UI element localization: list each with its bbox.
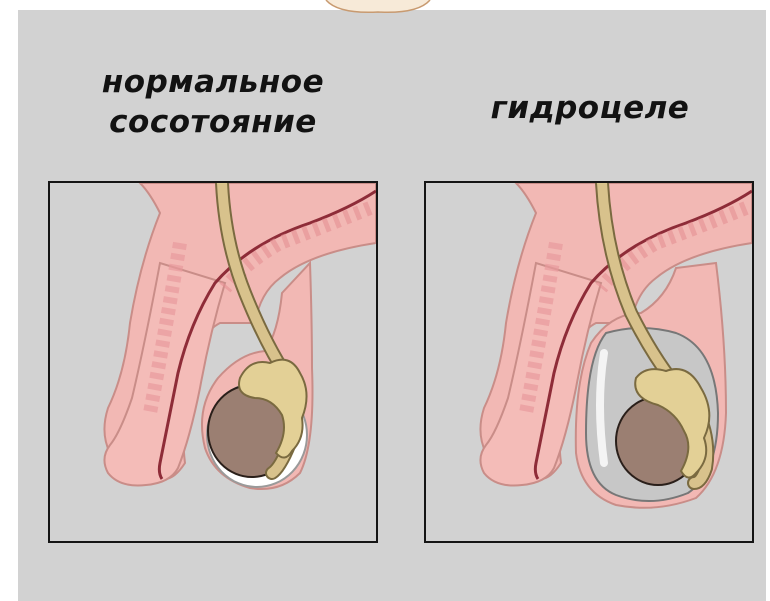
fluid-highlight xyxy=(600,353,604,463)
hydrocele-diagram xyxy=(424,181,754,543)
decorative-top-curve xyxy=(318,0,438,14)
normal-state-heading: нормальное сосотояние xyxy=(58,62,368,142)
normal-state-diagram xyxy=(48,181,378,543)
hydrocele-heading: гидроцеле xyxy=(440,88,740,128)
normal-heading-line1: нормальное xyxy=(58,62,368,102)
normal-heading-line2: сосотояние xyxy=(58,102,368,142)
hydrocele-anatomy-drawing xyxy=(426,183,752,541)
normal-anatomy-drawing xyxy=(50,183,376,541)
